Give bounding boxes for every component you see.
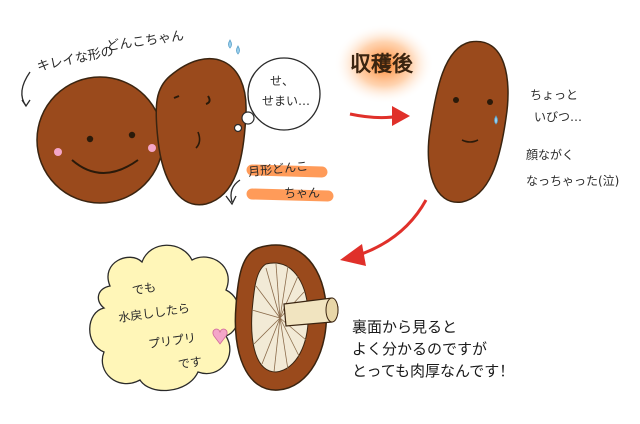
bubble-line-1: せ、 [270,74,295,88]
harvest-title: 収穫後 [350,52,413,76]
round-mushroom [36,76,164,204]
label-pointer-icon [230,179,241,203]
squeezed-mushroom [155,58,247,206]
mushroom-underside [234,244,339,391]
bubble-line-2: せまい… [262,94,311,108]
note-line-1: 裏面から見ると [352,318,458,336]
cloud-line-4: です [177,354,203,372]
after-line-4: なっちゃった(泣) [526,174,620,188]
after-line-2: いびつ… [534,110,583,124]
odd-label-line-2: ちゃん [284,186,321,200]
red-arrow-right-icon [349,106,410,126]
harvested-mushroom [427,40,509,203]
orange-highlight [246,164,334,202]
red-arrow-down-left-icon [340,199,428,266]
after-line-3: 顔ながく [526,148,575,162]
after-line-1: ちょっと [530,88,579,102]
note-line-2: よく分かるのですが [352,340,488,358]
sweat-drops-icon [228,39,240,55]
harvest-glow [334,24,434,104]
yellow-cloud [89,244,241,392]
note-line-3: とっても肉厚なんです！ [352,362,515,380]
thought-bubble [233,57,321,133]
